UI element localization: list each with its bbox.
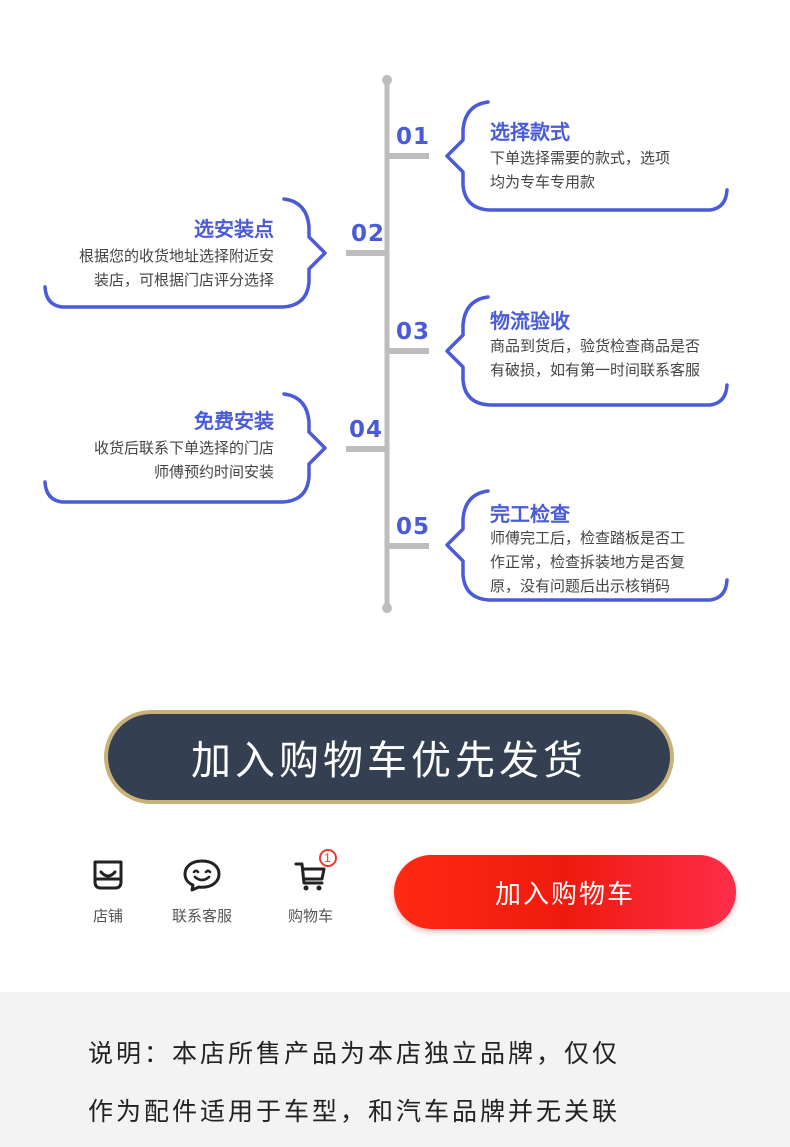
nav-customer-service-label: 联系客服 bbox=[172, 907, 233, 925]
disclaimer-line-2: 作为配件适用于车型，和汽车品牌并无关联 bbox=[88, 1097, 621, 1126]
step-number-04: 04 bbox=[349, 417, 384, 443]
step-desc-line: 收货后联系下单选择的门店 bbox=[93, 439, 274, 457]
step-desc-line: 师傅预约时间安装 bbox=[153, 463, 274, 481]
step-title-04: 免费安装 bbox=[194, 409, 274, 433]
nav-shop-label: 店铺 bbox=[92, 907, 123, 925]
step-desc-line: 商品到货后，验货检查商品是否 bbox=[490, 337, 701, 355]
nav-customer-service[interactable]: 联系客服 bbox=[172, 855, 232, 926]
nav-cart-label: 购物车 bbox=[288, 907, 334, 925]
step-bracket-05 bbox=[445, 489, 729, 602]
step-title-03: 物流验收 bbox=[490, 309, 570, 333]
timeline-graphic bbox=[43, 75, 729, 613]
nav-shop[interactable]: 店铺 bbox=[88, 855, 128, 926]
step-desc-line: 均为专车专用款 bbox=[490, 173, 596, 191]
cart-badge: 1 bbox=[318, 849, 337, 867]
step-desc-line: 原，没有问题后出示核销码 bbox=[490, 577, 671, 595]
step-title-01: 选择款式 bbox=[490, 120, 570, 144]
step-number-05: 05 bbox=[396, 514, 431, 540]
step-desc-02: 根据您的收货地址选择附近安 装店，可根据门店评分选择 bbox=[79, 244, 274, 292]
step-title-02: 选安装点 bbox=[194, 217, 274, 241]
disclaimer-line-1: 说明：本店所售产品为本店独立品牌，仅仅 bbox=[88, 1039, 621, 1068]
step-desc-05: 师傅完工后，检查踏板是否工 作正常，检查拆装地方是否复 原，没有问题后出示核销码 bbox=[490, 526, 685, 598]
step-desc-line: 师傅完工后，检查踏板是否工 bbox=[490, 529, 686, 547]
step-desc-line: 下单选择需要的款式，选项 bbox=[490, 149, 671, 167]
step-desc-line: 根据您的收货地址选择附近安 bbox=[78, 247, 274, 265]
cart-icon: 1 bbox=[291, 849, 337, 895]
step-desc-line: 有破损，如有第一时间联系客服 bbox=[490, 361, 701, 379]
step-desc-01: 下单选择需要的款式，选项 均为专车专用款 bbox=[490, 146, 670, 194]
promo-banner[interactable]: 加入购物车优先发货 bbox=[104, 710, 674, 804]
step-bracket-01 bbox=[445, 100, 729, 212]
step-number-01: 01 bbox=[396, 124, 431, 150]
step-bracket-04 bbox=[43, 392, 327, 504]
step-number-03: 03 bbox=[396, 319, 431, 345]
step-bracket-03 bbox=[445, 295, 729, 407]
step-number-02: 02 bbox=[351, 221, 386, 247]
chat-smile-icon bbox=[182, 855, 222, 895]
step-desc-04: 收货后联系下单选择的门店 师傅预约时间安装 bbox=[94, 436, 274, 484]
step-desc-line: 装店，可根据门店评分选择 bbox=[93, 271, 274, 289]
step-bracket-02 bbox=[43, 197, 327, 309]
add-to-cart-button[interactable]: 加入购物车 bbox=[394, 855, 736, 929]
nav-cart[interactable]: 1 购物车 bbox=[288, 849, 337, 926]
step-title-05: 完工检查 bbox=[490, 502, 570, 526]
disclaimer-panel: 说明：本店所售产品为本店独立品牌，仅仅 作为配件适用于车型，和汽车品牌并无关联 bbox=[0, 992, 790, 1147]
shop-icon bbox=[88, 855, 128, 895]
step-desc-03: 商品到货后，验货检查商品是否 有破损，如有第一时间联系客服 bbox=[490, 334, 700, 382]
step-desc-line: 作正常，检查拆装地方是否复 bbox=[490, 553, 686, 571]
